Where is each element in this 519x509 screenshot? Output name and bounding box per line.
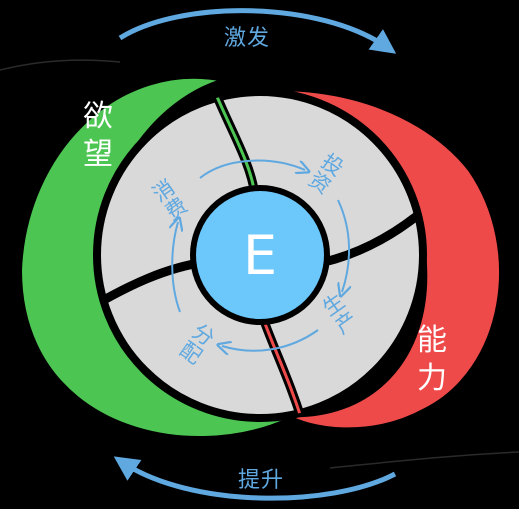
top-label-stimulate: 激发 xyxy=(224,26,271,51)
bottom-label-improve: 提升 xyxy=(238,468,285,493)
thin-curve-top-left xyxy=(0,59,121,71)
desire-label: 欲望 xyxy=(83,99,113,172)
center-letter-e: E xyxy=(242,224,278,287)
arrow-produce-to-distribute xyxy=(222,329,319,351)
arrow-consume-to-invest xyxy=(199,159,305,179)
thin-curve-bottom-right xyxy=(329,451,519,469)
ability-label: 能力 xyxy=(417,323,447,396)
bottom-arc-arrow xyxy=(113,456,397,501)
arrow-invest-to-produce xyxy=(338,199,349,292)
center-circle xyxy=(190,185,330,325)
top-arc-arrow xyxy=(118,8,397,54)
arrow-distribute-to-consume xyxy=(172,222,180,313)
